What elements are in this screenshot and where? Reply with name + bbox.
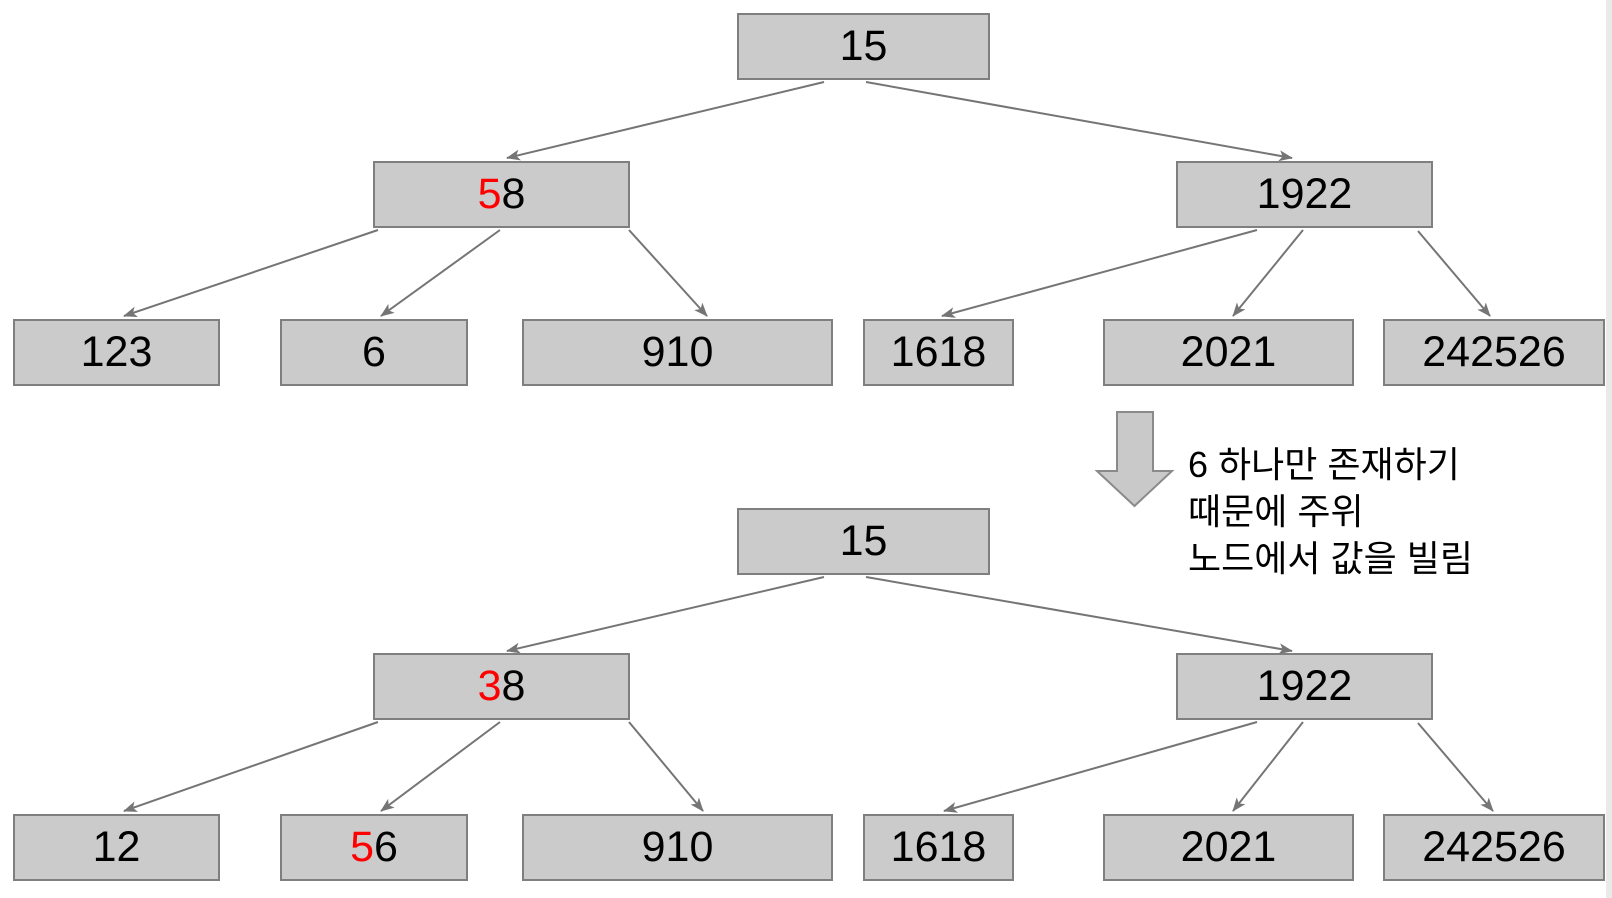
btree-after-node-n19-22: 19 22 — [1176, 653, 1433, 720]
node-key: 9 — [641, 823, 666, 871]
node-key: 24 — [1422, 823, 1471, 871]
annotation-line-1: 6 하나만 존재하기 — [1188, 444, 1460, 485]
btree-after-edge — [1232, 721, 1304, 812]
btree-before-edge — [123, 229, 379, 318]
node-key: 20 — [1180, 823, 1229, 871]
down-block-arrow-icon — [1094, 411, 1175, 508]
btree-after-node-n1-2: 1 2 — [13, 814, 220, 881]
btree-before-node-n19-22: 19 22 — [1176, 161, 1433, 228]
btree-before-node-n9-10: 9 10 — [522, 319, 833, 386]
btree-after-node-n20-21: 20 21 — [1103, 814, 1354, 881]
btree-after-node-n9-10: 9 10 — [522, 814, 833, 881]
btree-after-edge — [628, 721, 704, 812]
btree-after-node-n3-8: 3 8 — [373, 653, 630, 720]
node-key: 15 — [839, 22, 888, 70]
node-key: 18 — [938, 328, 987, 376]
btree-before-edge — [1417, 230, 1491, 317]
annotation-text: 6 하나만 존재하기 때문에 주위 노드에서 값을 빌림 — [1188, 441, 1473, 582]
btree-before-edge — [865, 81, 1293, 162]
btree-before-edge — [941, 229, 1258, 318]
node-key-highlighted: 3 — [477, 662, 502, 710]
btree-after-node-n16-18: 16 18 — [863, 814, 1014, 881]
btree-before-node-n24-25-26: 24 25 26 — [1383, 319, 1605, 386]
node-key: 25 — [1470, 823, 1518, 871]
node-key: 25 — [1470, 328, 1518, 376]
node-key: 21 — [1228, 823, 1277, 871]
btree-after-edge — [943, 721, 1258, 813]
node-key: 1 — [92, 823, 117, 871]
btree-before-edge — [628, 229, 708, 317]
btree-before-node-n1-2-3: 1 2 3 — [13, 319, 220, 386]
node-key: 19 — [1256, 170, 1305, 218]
btree-before-node-n16-18: 16 18 — [863, 319, 1014, 386]
window-right-edge — [1606, 0, 1612, 898]
node-key: 20 — [1180, 328, 1229, 376]
node-key: 18 — [938, 823, 987, 871]
btree-after-edge — [506, 576, 825, 654]
btree-after-node-n5-6: 5 6 — [280, 814, 468, 881]
node-key: 24 — [1422, 328, 1471, 376]
node-key: 2 — [116, 823, 141, 871]
node-key: 21 — [1228, 328, 1277, 376]
node-key: 15 — [839, 517, 888, 565]
btree-after-node-root-15: 15 — [737, 508, 990, 575]
btree-after-node-n24-25-26: 24 25 26 — [1383, 814, 1605, 881]
node-key: 3 — [128, 328, 153, 376]
node-key: 19 — [1256, 662, 1305, 710]
node-key-highlighted: 5 — [350, 823, 374, 871]
node-key: 1 — [80, 328, 105, 376]
node-key-highlighted: 5 — [477, 170, 502, 218]
node-key: 8 — [501, 662, 526, 710]
btree-after-edge — [123, 721, 379, 812]
btree-before-node-root-15: 15 — [737, 13, 990, 80]
btree-before-edge — [380, 229, 501, 317]
annotation-line-3: 노드에서 값을 빌림 — [1188, 538, 1473, 579]
node-key: 2 — [104, 328, 129, 376]
node-key: 10 — [665, 328, 714, 376]
annotation-line-2: 때문에 주위 — [1188, 491, 1364, 532]
node-key: 6 — [362, 328, 386, 376]
node-key: 22 — [1304, 170, 1353, 218]
btree-before-node-n5-8: 5 8 — [373, 161, 630, 228]
btree-before-node-n6: 6 — [280, 319, 468, 386]
node-key: 8 — [501, 170, 526, 218]
btree-after-edge — [380, 721, 501, 812]
btree-before-edge — [1232, 229, 1304, 317]
node-key: 6 — [374, 823, 398, 871]
node-key: 9 — [641, 328, 666, 376]
btree-before-edge — [506, 81, 825, 161]
node-key: 16 — [890, 823, 939, 871]
btree-after-edge — [865, 576, 1293, 655]
node-key: 26 — [1517, 328, 1566, 376]
node-key: 22 — [1304, 662, 1353, 710]
btree-before-node-n20-21: 20 21 — [1103, 319, 1354, 386]
node-key: 16 — [890, 328, 939, 376]
btree-after-edge — [1417, 722, 1494, 812]
node-key: 10 — [665, 823, 714, 871]
node-key: 26 — [1517, 823, 1566, 871]
